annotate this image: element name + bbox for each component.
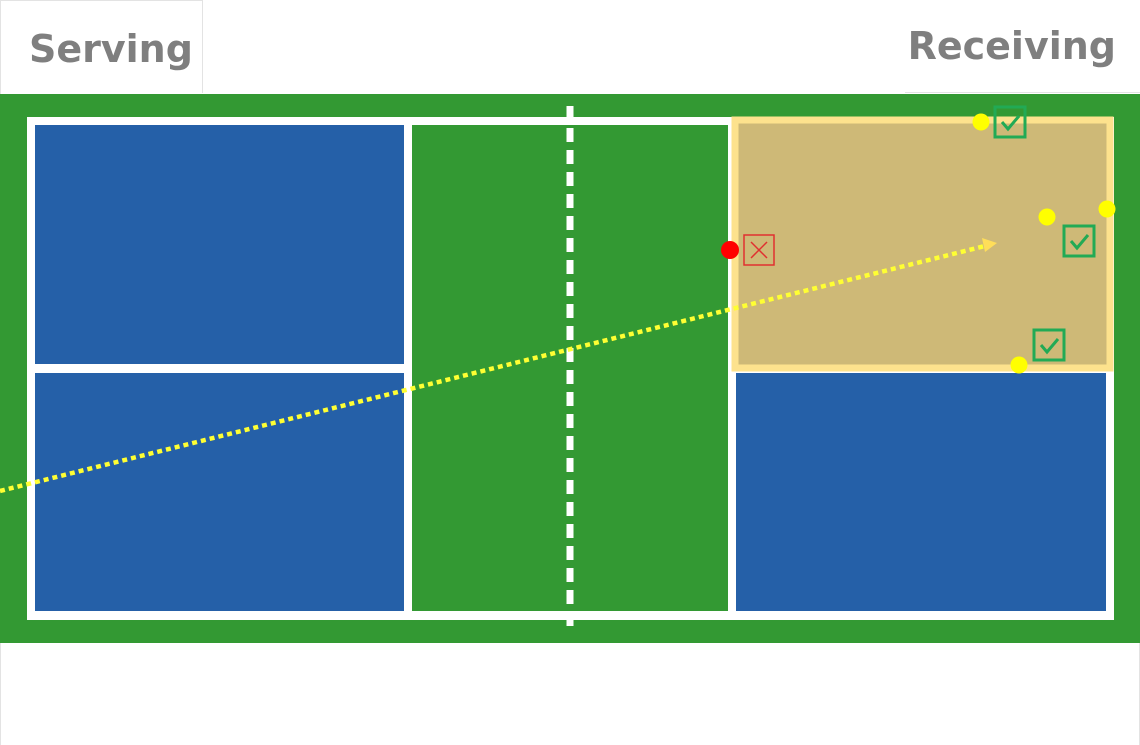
serving-label: Serving (0, 0, 203, 93)
ball-in-dot (1010, 356, 1028, 374)
ball-out-dot (721, 241, 739, 259)
serve-path-arrowhead (982, 238, 997, 252)
check-icon (1062, 224, 1096, 258)
serving-service-box-bottom (35, 373, 404, 611)
ball-in-dot (1098, 200, 1116, 218)
ball-in-dot (972, 113, 990, 131)
receiving-service-box-bottom (736, 373, 1106, 611)
check-icon (1032, 328, 1066, 362)
x-icon (743, 234, 775, 266)
serving-service-box-top (35, 125, 404, 364)
serve-path-line (0, 243, 986, 494)
ball-in-dot (1038, 208, 1056, 226)
receiving-label: Receiving (905, 0, 1140, 93)
check-icon (993, 105, 1027, 139)
